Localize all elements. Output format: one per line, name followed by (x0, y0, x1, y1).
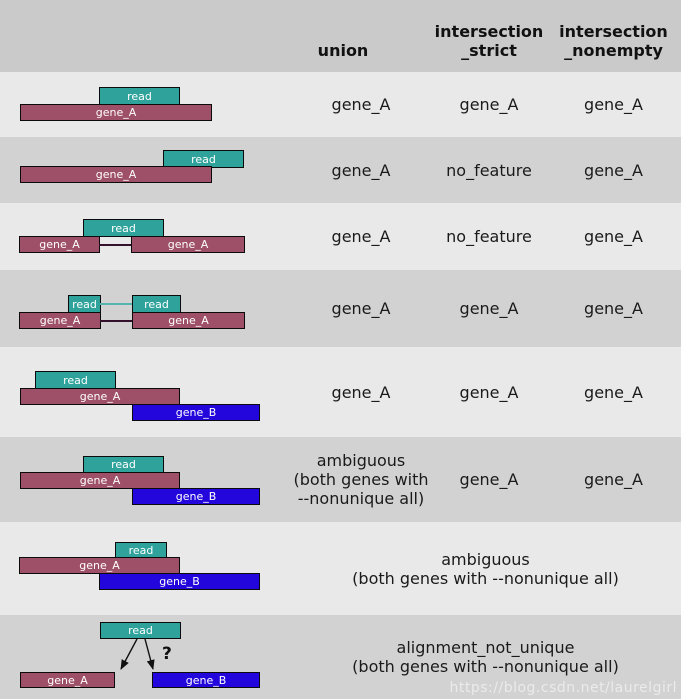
result-all-modes: ambiguous (both genes with --nonunique a… (352, 549, 619, 588)
result-intersection-nonempty: gene_A (584, 299, 643, 318)
result-intersection-strict: gene_A (459, 470, 519, 489)
result-union: gene_A (331, 160, 391, 180)
read-box: read (100, 622, 181, 639)
read-gap-line (100, 303, 133, 305)
gene-a-box: gene_A (20, 388, 180, 405)
result-union: gene_A (331, 299, 391, 318)
read-box: read (99, 87, 180, 105)
result-intersection-nonempty: gene_A (584, 160, 643, 180)
result-intersection-strict: gene_A (459, 382, 519, 402)
gene-a-exon2-box: gene_A (131, 236, 245, 253)
result-union: gene_A (331, 227, 391, 246)
read-segment2-box: read (132, 295, 181, 313)
watermark: https://blog.csdn.net/laurelgirl (449, 680, 677, 696)
read-box: read (35, 371, 116, 389)
result-intersection-nonempty: gene_A (584, 95, 643, 114)
result-intersection-strict: gene_A (459, 299, 519, 318)
result-intersection-strict: gene_A (459, 95, 519, 114)
gene-a-box: gene_A (19, 557, 180, 574)
result-intersection-strict: no_feature (446, 227, 532, 246)
gene-intron-line (99, 244, 132, 246)
read-box: read (83, 219, 164, 237)
row-read-within-gene: read gene_A gene_A gene_A gene_A (0, 72, 681, 137)
result-intersection-nonempty: gene_A (584, 470, 643, 489)
gene-a-box: gene_A (20, 166, 212, 183)
multimap-arrows (120, 639, 155, 670)
gene-a-exon1-box: gene_A (19, 312, 101, 329)
row-read-touches-gene-b: read gene_A gene_B ambiguous (both genes… (0, 437, 681, 522)
column-header-union: union (317, 41, 369, 60)
row-multimapped-read: read ? gene_A gene_B alignment_not_uniqu… (0, 615, 681, 699)
gene-b-box: gene_B (132, 488, 260, 505)
column-header-intersection-nonempty: intersection _nonempty (559, 22, 668, 60)
gene-a-box: gene_A (20, 472, 180, 489)
gene-b-box: gene_B (99, 573, 260, 590)
read-segment1-box: read (68, 295, 101, 313)
result-union: gene_A (331, 95, 391, 114)
header-row: union intersection _strict intersection … (0, 0, 681, 72)
gene-b-box: gene_B (132, 404, 260, 421)
row-gapped-read-matches-exons: read read gene_A gene_A gene_A gene_A ge… (0, 270, 681, 347)
result-union: ambiguous (both genes with --nonunique a… (293, 451, 429, 508)
gene-a-box: gene_A (20, 104, 212, 121)
read-box: read (83, 456, 164, 473)
row-read-spans-gene-gap: read gene_A gene_A gene_A no_feature gen… (0, 203, 681, 270)
column-header-intersection-strict: intersection _strict (434, 22, 544, 60)
result-union: gene_A (331, 382, 391, 402)
gene-a-exon1-box: gene_A (19, 236, 100, 253)
read-box: read (115, 542, 167, 558)
result-all-modes: alignment_not_unique (both genes with --… (352, 638, 619, 676)
row-read-in-gene-overlap: read gene_A gene_B ambiguous (both genes… (0, 522, 681, 615)
row-read-on-gene-a-near-gene-b: read gene_A gene_B gene_A gene_A gene_A (0, 347, 681, 437)
gene-b-box: gene_B (152, 672, 260, 688)
result-intersection-nonempty: gene_A (584, 227, 643, 246)
result-intersection-nonempty: gene_A (584, 382, 643, 402)
gene-intron-line (100, 320, 133, 322)
question-mark: ? (162, 644, 172, 664)
gene-a-box: gene_A (20, 672, 115, 688)
row-read-overhangs-gene-end: read gene_A gene_A no_feature gene_A (0, 137, 681, 203)
gene-a-exon2-box: gene_A (132, 312, 245, 329)
result-intersection-strict: no_feature (446, 160, 532, 180)
